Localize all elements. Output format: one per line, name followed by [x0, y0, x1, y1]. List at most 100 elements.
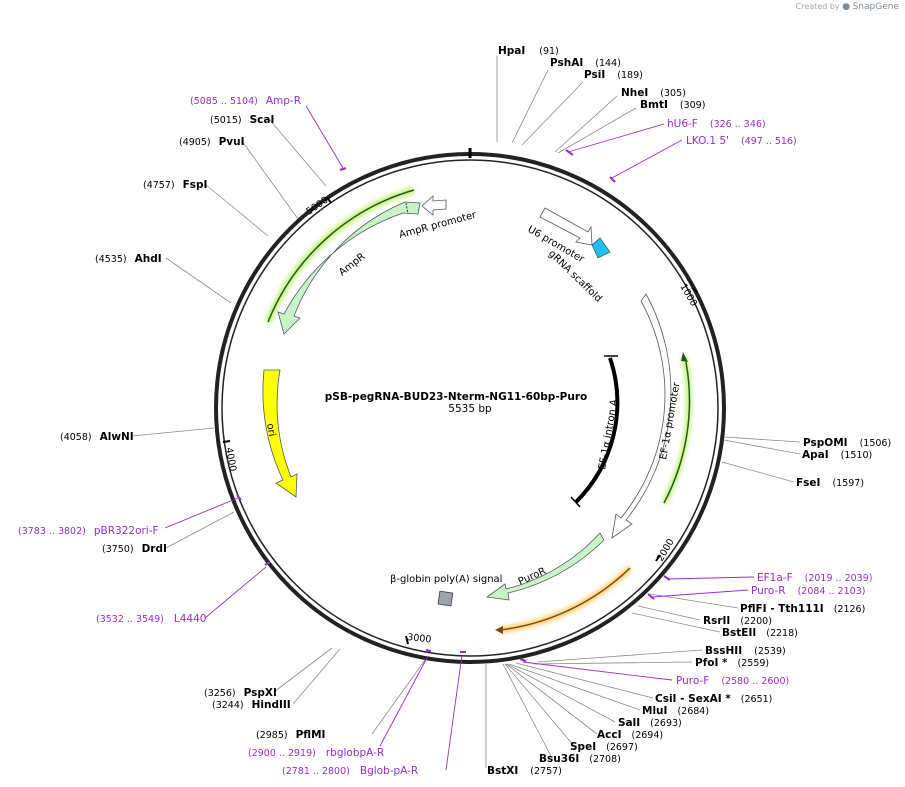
- line-hu6f: [567, 123, 665, 153]
- enzyme-bsu36i[interactable]: Bsu36I(2708): [539, 753, 621, 765]
- line-ef1af: [666, 576, 755, 580]
- watermark-brand: SnapGene: [852, 2, 899, 12]
- enzyme-csii[interactable]: CsiI - SexAI *(2651): [655, 693, 772, 705]
- enzyme-hindiii[interactable]: (3244)HindIII: [212, 699, 291, 711]
- enzyme-labels: HpaI(91) PshAI(144) PsiI(189) NheI(305) …: [60, 45, 891, 777]
- line-rsrii: [637, 605, 701, 621]
- ampr-arrow[interactable]: [277, 201, 421, 335]
- line-puror: [651, 589, 749, 598]
- enzyme-nhei[interactable]: NheI(305): [621, 87, 686, 99]
- ori-label: ori: [264, 423, 277, 438]
- line-acci: [505, 663, 598, 735]
- primer-rbglobpar[interactable]: (2900 .. 2919)rbglobpA-R: [248, 747, 384, 759]
- line-fspi: [204, 183, 269, 237]
- line-mlui: [508, 663, 641, 711]
- ef1a-promoter-arrow[interactable]: [611, 293, 672, 539]
- plasmid-size: 5535 bp: [448, 403, 492, 415]
- bglobin-polya-label: β-globin poly(A) signal: [390, 574, 502, 585]
- ampr-join-marker: [405, 202, 409, 215]
- enzyme-fsei[interactable]: FseI(1597): [796, 477, 864, 489]
- mark-purof: [519, 658, 527, 662]
- enzyme-fspi[interactable]: (4757)FspI: [143, 179, 207, 191]
- enzyme-drdi[interactable]: (3750)DrdI: [102, 543, 167, 555]
- line-pshai: [511, 69, 549, 144]
- enzyme-bsteii[interactable]: BstEII(2218): [722, 627, 798, 639]
- ampr-label: AmpR: [337, 251, 367, 278]
- ori-arrow[interactable]: [262, 369, 298, 498]
- mark-lko1: [609, 176, 616, 183]
- puror-strand-line: [499, 567, 631, 631]
- enzyme-pflfi[interactable]: PflFI - Tth111I(2126): [740, 603, 865, 615]
- enzyme-ahdi[interactable]: (4535)AhdI: [95, 253, 162, 265]
- ef1a-intron-end-icon: [570, 496, 581, 508]
- line-psii: [521, 81, 584, 146]
- enzyme-sali[interactable]: SalI(2693): [618, 717, 682, 729]
- bglobin-polya-box[interactable]: [437, 590, 454, 607]
- enzyme-bsshii[interactable]: BssHII(2539): [705, 645, 786, 657]
- enzyme-bstxi[interactable]: BstXI(2757): [487, 765, 562, 777]
- line-pbr322orif: [164, 497, 239, 529]
- enzyme-pflmi[interactable]: (2985)PflMI: [256, 729, 325, 741]
- primer-hu6f[interactable]: hU6-F(326 .. 346): [667, 118, 766, 130]
- enzyme-scai[interactable]: (5015)ScaI: [210, 114, 274, 126]
- line-pspxi: [273, 647, 333, 693]
- enzyme-acci[interactable]: AccI(2694): [597, 729, 663, 741]
- primer-puror[interactable]: Puro-R(2084 .. 2103): [751, 585, 865, 597]
- line-pspomi: [723, 436, 801, 443]
- enzyme-pspxi[interactable]: (3256)PspXI: [204, 687, 277, 699]
- snapgene-logo-icon: ●: [842, 2, 851, 12]
- enzyme-pvui[interactable]: (4905)PvuI: [179, 136, 245, 148]
- tick-mark-4000: [222, 440, 231, 443]
- enzyme-pspomi[interactable]: PspOMI(1506): [803, 437, 891, 449]
- primer-pbr322orif[interactable]: (3783 .. 3802)pBR322ori-F: [18, 525, 159, 537]
- right-strand-arrowhead-icon: [681, 352, 688, 362]
- enzyme-bmti[interactable]: BmtI(309): [640, 99, 705, 111]
- u6-promoter-arrow[interactable]: [539, 207, 593, 246]
- mark-ef1af: [663, 575, 671, 581]
- line-bsshii: [537, 649, 703, 663]
- enzyme-apai[interactable]: ApaI(1510): [802, 449, 872, 461]
- line-purof: [522, 661, 673, 681]
- tick-label-4000: 4000: [223, 447, 238, 473]
- line-bglobpar: [445, 654, 463, 771]
- ampr-promoter-label: AmpR promoter: [398, 209, 478, 240]
- plasmid-name: pSB-pegRNA-BUD23-Nterm-NG11-60bp-Puro: [325, 391, 588, 403]
- primer-labels: hU6-F(326 .. 346) LKO.1 5'(497 .. 516) E…: [18, 95, 872, 777]
- primer-ef1af[interactable]: EF1a-F(2019 .. 2039): [757, 572, 872, 584]
- tick-label-3000: 3000: [407, 632, 432, 645]
- tick-mark-5000: [326, 196, 332, 204]
- enzyme-spei[interactable]: SpeI(2697): [570, 741, 638, 753]
- grna-scaffold-arrow[interactable]: [591, 237, 611, 259]
- line-nhei: [554, 95, 618, 153]
- ampr-strand-line: [267, 189, 415, 323]
- line-rbglobpar: [379, 655, 429, 747]
- primer-ampr[interactable]: (5085 .. 5104)Amp-R: [190, 95, 301, 107]
- line-scai: [268, 118, 327, 187]
- primer-l4440[interactable]: (3532 .. 3549)L4440: [96, 613, 206, 625]
- puror-arrow[interactable]: [485, 532, 605, 601]
- enzyme-psii[interactable]: PsiI(189): [584, 69, 643, 81]
- line-spei: [504, 663, 575, 747]
- enzyme-hpai[interactable]: HpaI(91): [498, 45, 559, 57]
- line-bmti: [557, 107, 637, 154]
- enzyme-alwni[interactable]: (4058)AlwNI: [60, 431, 134, 443]
- line-pflmi: [371, 659, 426, 735]
- line-bsu36i: [502, 663, 553, 759]
- primer-lines: [164, 105, 755, 771]
- enzyme-pfoi[interactable]: PfoI *(2559): [695, 657, 769, 669]
- primer-purof[interactable]: Puro-F(2580 .. 2600): [676, 675, 789, 687]
- primer-lko1[interactable]: LKO.1 5'(497 .. 516): [686, 135, 797, 147]
- line-hindiii: [292, 648, 341, 705]
- ef1a-intron-label: EF-1α intron A: [597, 398, 620, 470]
- mark-rbglobpar: [425, 649, 432, 652]
- enzyme-rsrii[interactable]: RsrII(2200): [703, 615, 772, 627]
- ampr-promoter-arrow[interactable]: [421, 195, 447, 216]
- tick-mark-2000: [655, 554, 661, 562]
- line-alwni: [131, 427, 215, 437]
- line-lko1: [611, 139, 683, 179]
- ef1a-promoter-label: EF-1α promoter: [658, 381, 683, 461]
- enzyme-lines: [131, 56, 801, 768]
- enzyme-pshai[interactable]: PshAI(144): [550, 57, 621, 69]
- primer-bglobpar[interactable]: (2781 .. 2800)Bglob-pA-R: [282, 765, 418, 777]
- enzyme-mlui[interactable]: MluI(2684): [642, 705, 709, 717]
